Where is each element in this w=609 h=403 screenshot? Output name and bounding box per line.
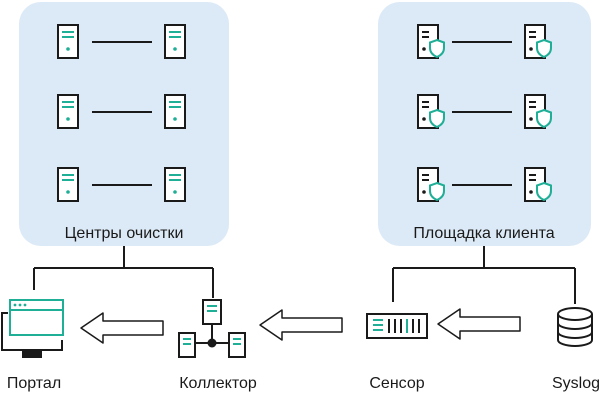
syslog-node: Syslog (552, 307, 600, 392)
protected-server-row-1 (417, 24, 552, 59)
server-icon (57, 24, 79, 59)
collector-node: Коллектор (178, 299, 257, 392)
client-site-label: Площадка клиента (413, 225, 554, 242)
server-icon (164, 24, 186, 59)
server-icon (164, 167, 186, 202)
server-icon (57, 94, 79, 129)
arrow-left-icon (80, 312, 164, 344)
arrow-left-icon (437, 308, 521, 340)
arrow-left-icon (259, 309, 343, 341)
sensor-node: Сенсор (366, 313, 428, 392)
scrubbing-centers-panel: Центры очистки (19, 2, 229, 246)
server-icon (57, 167, 79, 202)
protected-server-row-2 (417, 94, 552, 129)
collector-label: Коллектор (179, 375, 257, 392)
database-icon (557, 307, 593, 347)
sensor-label: Сенсор (369, 375, 424, 392)
monitor-icon (1, 299, 64, 358)
sensor-device-icon (366, 313, 428, 339)
network-hub-icon (178, 299, 246, 358)
server-row-3 (57, 167, 186, 202)
server-row-1 (57, 24, 186, 59)
right-bracket-connector (392, 246, 576, 304)
server-row-2 (57, 94, 186, 129)
syslog-label: Syslog (552, 375, 600, 392)
portal-label: Портал (7, 375, 61, 392)
left-bracket-connector (33, 246, 214, 298)
protected-server-row-3 (417, 167, 552, 202)
scrubbing-centers-label: Центры очистки (65, 225, 184, 242)
server-icon (164, 94, 186, 129)
client-site-panel: Площадка клиента (378, 2, 591, 246)
portal-node: Портал (1, 299, 64, 392)
